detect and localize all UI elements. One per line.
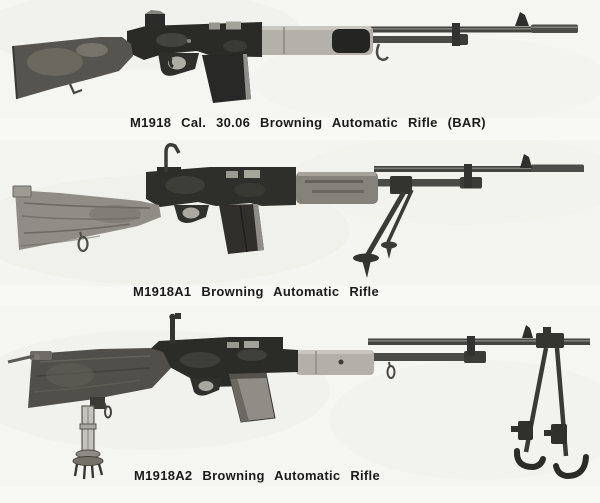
caption-m1918a2: M1918A2 Browning Automatic Rifle xyxy=(134,468,380,483)
m1918a1-photo xyxy=(0,140,600,286)
m1918-ejection-port xyxy=(209,22,220,30)
m1918a2-bipod xyxy=(511,327,589,480)
m1918a2-monopod xyxy=(72,397,112,480)
m1918a1-butt-plate-hinge xyxy=(12,185,32,198)
m1918a1-rear-sight xyxy=(157,143,181,176)
m1918-stock-swivel xyxy=(68,83,83,95)
caption-m1918: M1918 Cal. 30.06 Browning Automatic Rifl… xyxy=(130,115,486,130)
m1918a2-bipod-right-foot xyxy=(553,454,589,480)
m1918-photo xyxy=(0,0,600,118)
caption-m1918a1: M1918A1 Browning Automatic Rifle xyxy=(133,284,379,299)
m1918a1-receiver xyxy=(146,167,296,207)
m1918a2-sling-swivel xyxy=(386,365,396,379)
m1918a2-stock xyxy=(7,348,171,408)
m1918a2-bipod-left-foot xyxy=(513,448,546,471)
m1918a1-magazine xyxy=(219,204,264,254)
m1918a2-trigger-guard xyxy=(190,378,222,396)
m1918-forend xyxy=(257,26,373,55)
m1918a2-photo xyxy=(0,306,600,486)
m1918a2-butt-rest-rod xyxy=(7,354,35,364)
m1918-rear-sight xyxy=(145,12,165,27)
m1918a1-forend xyxy=(296,172,378,204)
m1918-receiver xyxy=(127,10,262,60)
m1918a1-front-sight xyxy=(520,154,532,168)
m1918-magazine xyxy=(202,54,251,103)
m1918-buttstock xyxy=(12,37,133,100)
m1918a2-forend xyxy=(296,350,374,375)
m1918-trigger-guard xyxy=(158,53,199,76)
m1918a2-magazine xyxy=(228,372,276,423)
m1918-barrel-assembly xyxy=(366,12,578,61)
m1918a2-rear-sight xyxy=(169,313,181,343)
m1918a1-ejection-port xyxy=(226,171,238,178)
m1918-sling-swivel xyxy=(375,43,389,61)
m1918-front-sight xyxy=(515,12,529,26)
m1918a1-bipod xyxy=(353,176,414,278)
m1918a1-trigger-guard xyxy=(174,205,209,223)
m1918a1-stock-swivel xyxy=(77,235,89,253)
m1918a2-front-sight xyxy=(522,325,533,338)
m1918a2-ejection-port xyxy=(227,342,239,348)
m1918a2-barrel-assembly xyxy=(368,325,590,379)
m1918a1-barrel-assembly xyxy=(374,154,584,189)
m1918a1-stock xyxy=(12,185,161,253)
